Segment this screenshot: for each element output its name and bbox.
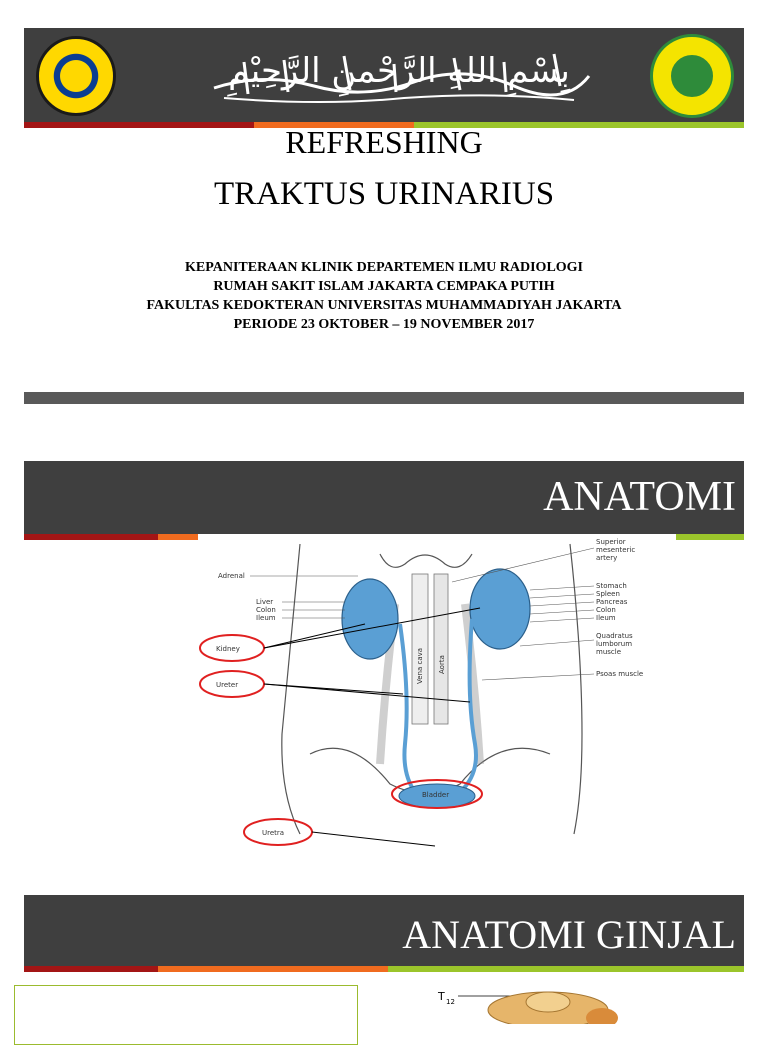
- label-vertebra-sub: 12: [446, 998, 455, 1006]
- label-uretra: Uretra: [262, 829, 284, 837]
- label-psoas: Psoas muscle: [596, 670, 643, 678]
- content-text-box: [14, 985, 358, 1045]
- section-title: ANATOMI: [543, 474, 736, 520]
- slide1-accent-stripe: [24, 122, 744, 128]
- label-spleen: Spleen: [596, 590, 620, 598]
- label-muscle: muscle: [596, 648, 621, 656]
- section-title: ANATOMI GINJAL: [402, 912, 736, 957]
- vertebra-illustration: T 12: [437, 990, 618, 1024]
- basmalah-calligraphy: بِسْمِ اللهِ الرَّحْمنِ الرَّحِيْمِ: [213, 51, 591, 103]
- slide1-header-band: بِسْمِ اللهِ الرَّحْمنِ الرَّحِيْمِ: [24, 28, 744, 122]
- left-ureter-shape: [398, 623, 417, 794]
- label-vena-cava: Vena cava: [416, 648, 424, 684]
- subtitle-line: RUMAH SAKIT ISLAM JAKARTA CEMPAKA PUTIH: [213, 279, 555, 294]
- urinary-tract-diagram: Adrenal Liver Colon Ileum Kidney Ureter …: [199, 538, 643, 847]
- label-bladder: Bladder: [422, 791, 449, 799]
- label-vertebra: T: [437, 990, 445, 1003]
- umj-logo-icon: [650, 34, 734, 118]
- label-adrenal: Adrenal: [218, 572, 245, 580]
- muhammadiyah-logo-icon: [36, 36, 116, 116]
- label-ileum-right: Ileum: [596, 614, 616, 622]
- label-superior: Superior: [596, 538, 626, 546]
- label-stomach: Stomach: [596, 582, 627, 590]
- label-kidney: Kidney: [216, 645, 240, 653]
- subtitle-line: KEPANITERAAN KLINIK DEPARTEMEN ILMU RADI…: [184, 260, 584, 275]
- label-aorta: Aorta: [438, 655, 446, 674]
- label-ileum-left: Ileum: [256, 614, 276, 622]
- left-kidney-shape: [341, 578, 399, 660]
- slide1-footer-bar: [24, 392, 744, 404]
- label-ureter: Ureter: [216, 681, 238, 689]
- slide3-header-band: ANATOMI GINJAL: [24, 895, 744, 966]
- slide2-header-band: ANATOMI: [24, 461, 744, 534]
- subtitle-line: FAKULTAS KEDOKTERAN UNIVERSITAS MUHAMMAD…: [146, 298, 622, 313]
- slide-title-line1: REFRESHING: [285, 124, 483, 160]
- right-kidney-shape: [469, 568, 531, 650]
- label-mesenteric: mesenteric: [596, 546, 635, 554]
- slide2-accent-stripe: [24, 534, 744, 540]
- label-quadratus: Quadratus: [596, 632, 633, 640]
- basmalah-text: بِسْمِ اللهِ الرَّحْمنِ الرَّحِيْمِ: [227, 51, 571, 97]
- slide-title-line2: TRAKTUS URINARIUS: [213, 176, 555, 212]
- label-colon-right: Colon: [596, 606, 616, 614]
- right-ureter-shape: [458, 618, 478, 794]
- label-liver: Liver: [256, 598, 273, 606]
- label-artery: artery: [596, 554, 617, 562]
- label-colon-left: Colon: [256, 606, 276, 614]
- label-pancreas: Pancreas: [596, 598, 628, 606]
- slide3-accent-stripe: [24, 966, 744, 972]
- label-lumborum: lumborum: [596, 640, 632, 648]
- bladder-highlight: [391, 779, 483, 809]
- subtitle-line: PERIODE 23 OKTOBER – 19 NOVEMBER 2017: [233, 317, 535, 332]
